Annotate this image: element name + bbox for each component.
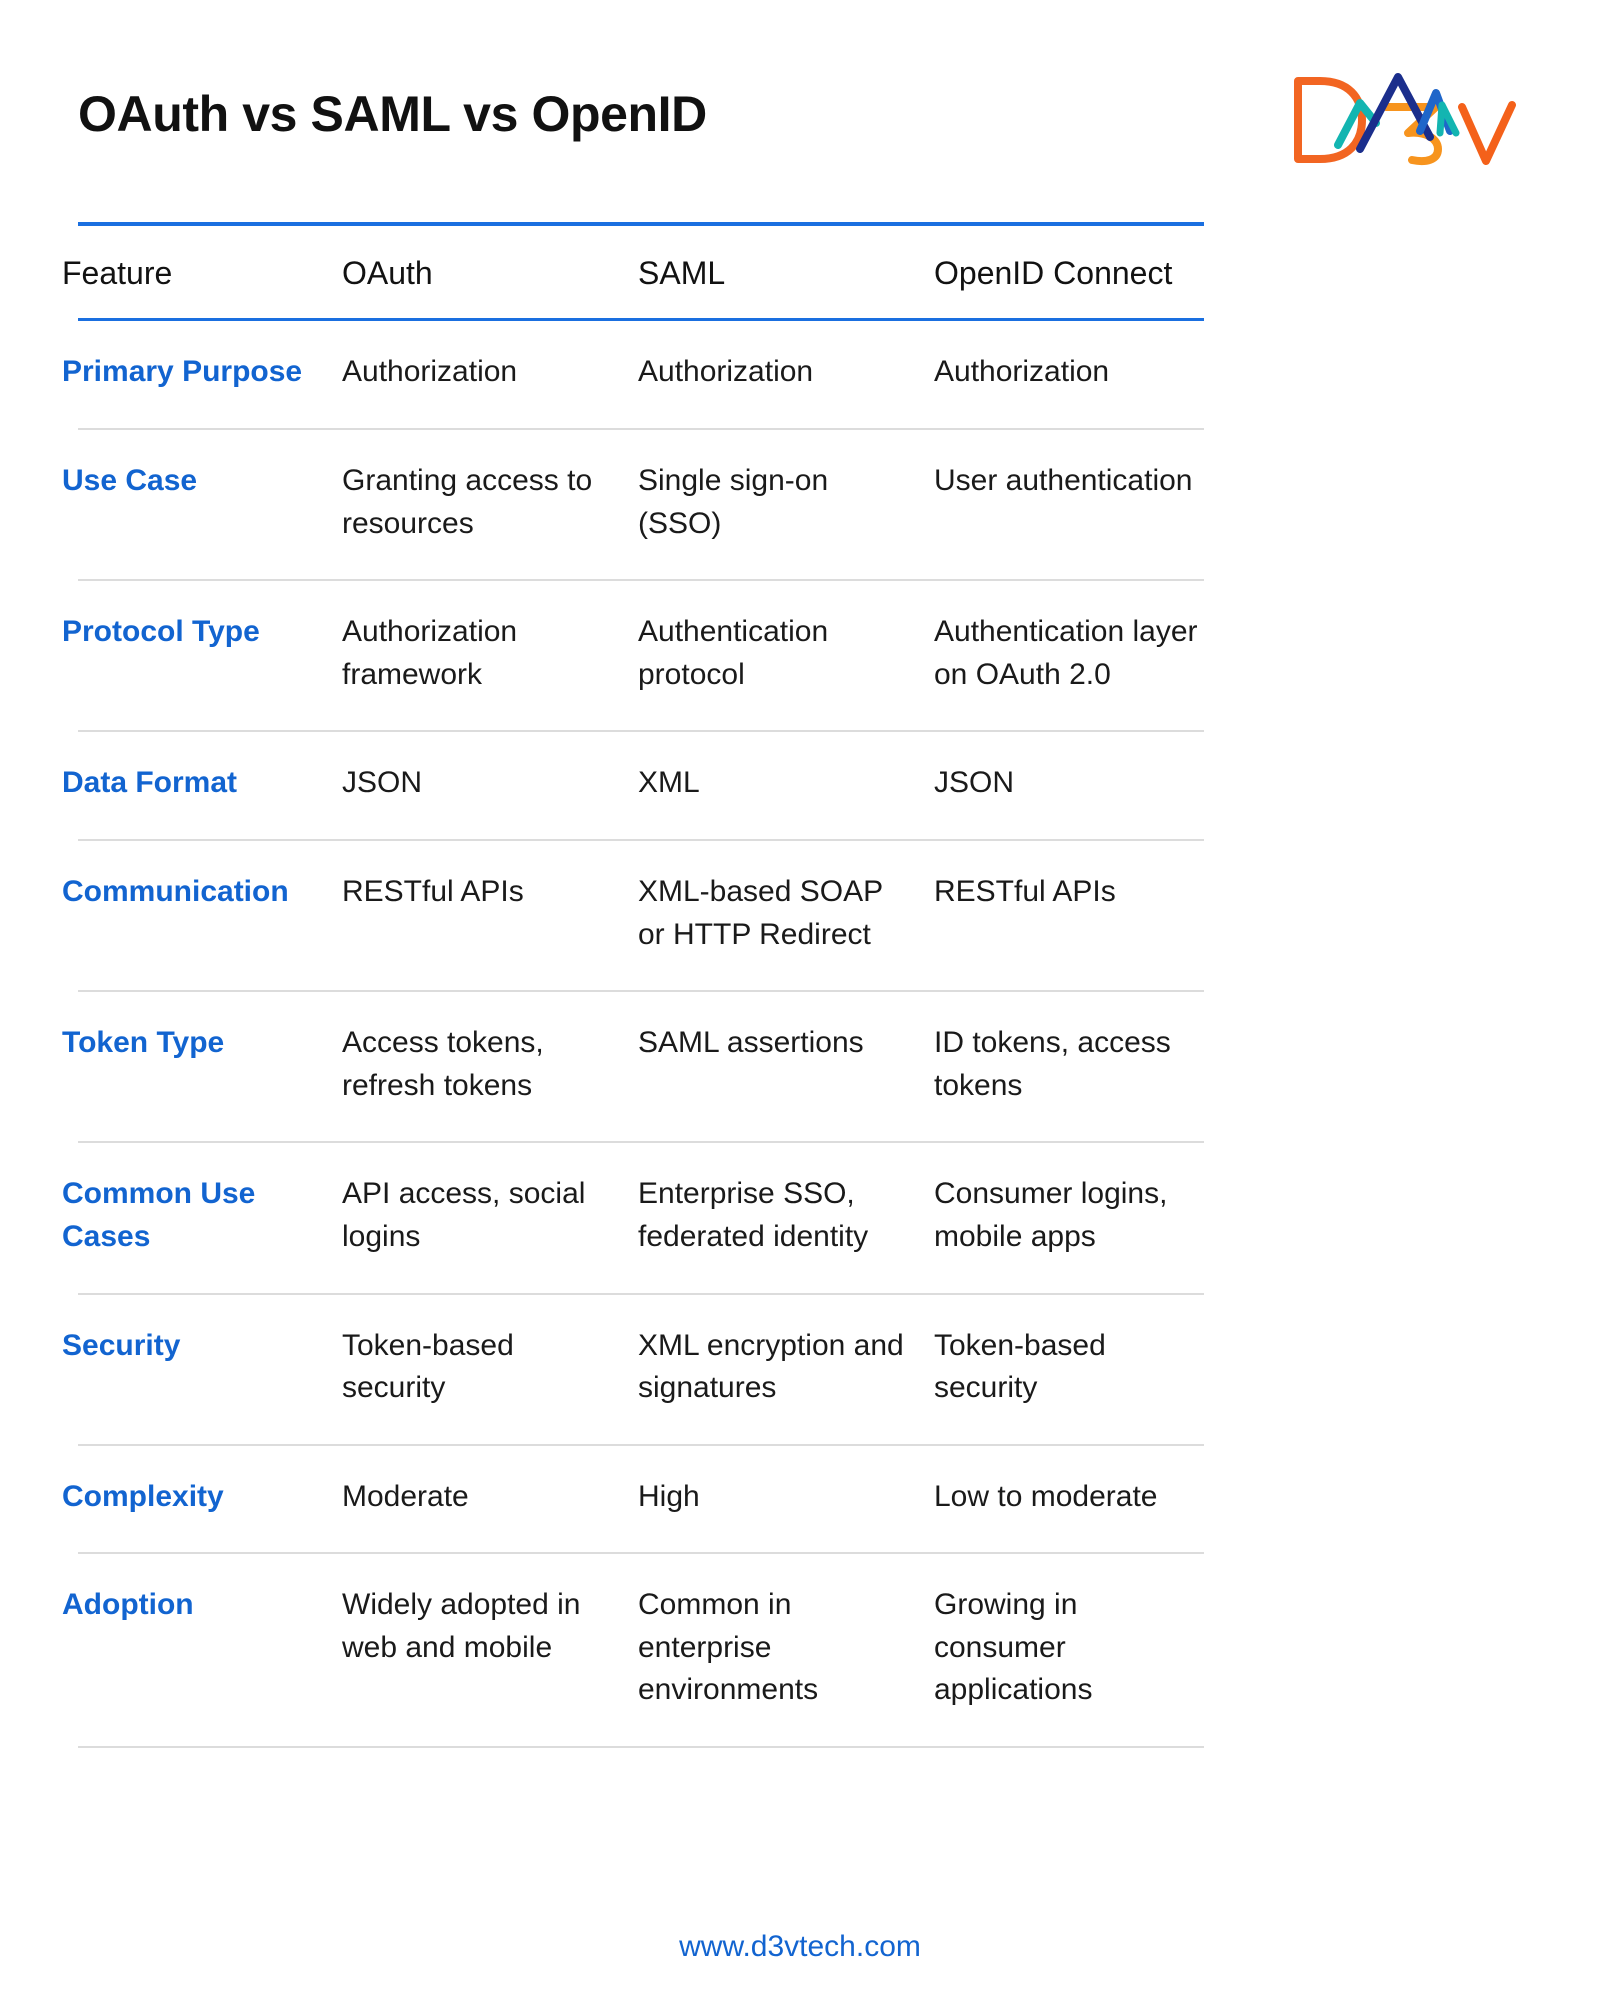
cell-openid: RESTful APIs: [934, 874, 1116, 908]
row-separator: [78, 427, 1204, 430]
column-header-saml: SAML: [638, 255, 726, 291]
cell-saml: XML: [638, 766, 700, 800]
row-separator: [78, 838, 1204, 841]
cell-openid: Consumer logins, mobile apps: [934, 1177, 1168, 1253]
table-header-row: Feature OAuth SAML OpenID Connect: [50, 226, 1550, 318]
table-header-rule: [78, 318, 1204, 322]
column-header-oauth: OAuth: [342, 255, 433, 291]
cell-saml: Single sign-on (SSO): [638, 463, 829, 540]
cell-oauth: RESTful APIs: [342, 874, 524, 908]
feature-label: Adoption: [62, 1588, 194, 1622]
row-separator: [78, 1443, 1204, 1446]
cell-openid: ID tokens, access tokens: [934, 1026, 1171, 1102]
table-row: Common Use Cases API access, social logi…: [50, 1143, 1550, 1292]
table-top-rule: [78, 222, 1204, 226]
cell-oauth: Moderate: [342, 1479, 469, 1513]
row-separator: [78, 1292, 1204, 1295]
feature-label: Use Case: [62, 463, 198, 497]
cell-oauth: API access, social logins: [342, 1177, 586, 1253]
feature-label: Security: [62, 1328, 181, 1362]
cell-openid: Low to moderate: [934, 1479, 1158, 1513]
cell-saml: High: [638, 1479, 700, 1513]
cell-oauth: Authorization framework: [342, 615, 518, 691]
cell-saml: Common in enterprise environments: [638, 1588, 819, 1707]
table-row: Data Format JSON XML JSON: [50, 732, 1550, 839]
cell-openid: Authorization: [934, 355, 1110, 389]
comparison-table: Feature OAuth SAML OpenID Connect Primar…: [50, 222, 1550, 1749]
cell-oauth: Granting access to resources: [342, 463, 593, 540]
cell-saml: Authorization: [638, 355, 814, 389]
row-separator: [78, 1141, 1204, 1144]
page-footer: www.d3vtech.com: [0, 1930, 1600, 1964]
row-separator: [78, 579, 1204, 582]
cell-oauth: Access tokens, refresh tokens: [342, 1026, 544, 1102]
column-header-openid: OpenID Connect: [934, 255, 1173, 291]
cell-saml: XML-based SOAP or HTTP Redirect: [638, 874, 883, 951]
cell-saml: SAML assertions: [638, 1026, 864, 1060]
cell-oauth: Authorization: [342, 355, 518, 389]
cell-openid: Token-based security: [934, 1328, 1106, 1405]
cell-openid: Authentication layer on OAuth 2.0: [934, 615, 1198, 691]
column-header-feature: Feature: [62, 255, 173, 291]
cell-oauth: JSON: [342, 766, 423, 800]
cell-oauth: Token-based security: [342, 1328, 514, 1405]
feature-label: Primary Purpose: [62, 355, 303, 389]
cell-openid: Growing in consumer applications: [934, 1588, 1093, 1707]
page-title: OAuth vs SAML vs OpenID: [78, 85, 707, 142]
cell-oauth: Widely adopted in web and mobile: [342, 1588, 581, 1664]
feature-label: Token Type: [62, 1026, 225, 1060]
feature-label: Protocol Type: [62, 615, 260, 649]
cell-openid: User authentication: [934, 463, 1193, 497]
row-separator: [78, 990, 1204, 993]
page-header: OAuth vs SAML vs OpenID: [78, 52, 1522, 176]
row-separator: [78, 1746, 1204, 1749]
cell-openid: JSON: [934, 766, 1015, 800]
table-row: Security Token-based security XML encryp…: [50, 1295, 1550, 1444]
cell-saml: XML encryption and signatures: [638, 1328, 904, 1405]
table-row: Protocol Type Authorization framework Au…: [50, 581, 1550, 730]
table-row: Communication RESTful APIs XML-based SOA…: [50, 841, 1550, 990]
cell-saml: Enterprise SSO, federated identity: [638, 1177, 869, 1253]
table-row: Primary Purpose Authorization Authorizat…: [50, 321, 1550, 428]
feature-label: Complexity: [62, 1479, 224, 1513]
d3v-logo: [1290, 59, 1522, 169]
website-link[interactable]: www.d3vtech.com: [679, 1930, 921, 1963]
row-separator: [78, 1552, 1204, 1555]
table-row: Adoption Widely adopted in web and mobil…: [50, 1554, 1550, 1746]
cell-saml: Authentication protocol: [638, 615, 829, 691]
row-separator: [78, 730, 1204, 733]
table-row: Token Type Access tokens, refresh tokens…: [50, 992, 1550, 1141]
table-row: Use Case Granting access to resources Si…: [50, 430, 1550, 579]
table-row: Complexity Moderate High Low to moderate: [50, 1446, 1550, 1553]
feature-label: Common Use Cases: [62, 1177, 256, 1253]
feature-label: Communication: [62, 874, 289, 908]
feature-label: Data Format: [62, 766, 238, 800]
